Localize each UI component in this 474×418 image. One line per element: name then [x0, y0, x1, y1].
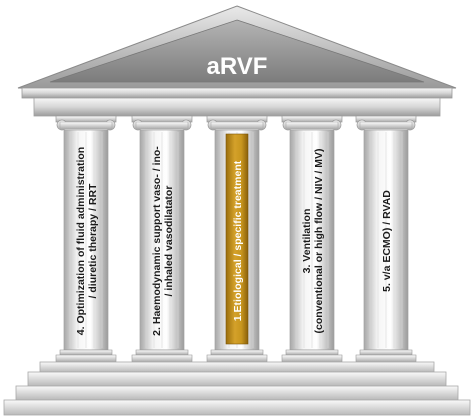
column-label-line: / inhaled vasodilatator [163, 186, 175, 297]
column-base [59, 349, 113, 356]
column-label: 3. Ventilation(conventional or high flow… [301, 149, 325, 334]
capital-echinus [59, 121, 113, 130]
capital-echinus [210, 121, 264, 130]
column-4: 3. Ventilation(conventional or high flow… [281, 115, 343, 363]
column-label: 2. Haemodynamic support vaso- / ino-/ in… [151, 146, 175, 336]
temple-columns: 4. Optimization of fluid administration/… [55, 115, 417, 363]
column-5: 5. v/a ECMO) / RVAD [355, 115, 417, 363]
column-label: 5. v/a ECMO) / RVAD [381, 190, 393, 292]
column-label-line: 2. Haemodynamic support vaso- / ino- [151, 146, 163, 336]
column-label-line: 4. Optimization of fluid administration [75, 147, 87, 335]
temple-entablature [21, 87, 453, 117]
column-base [135, 349, 189, 356]
column-1: 4. Optimization of fluid administration/… [55, 115, 117, 363]
capital-echinus [135, 121, 189, 130]
column-label: 1.Etiological / specific treatment [232, 160, 244, 321]
highlight-panel [225, 133, 249, 345]
column-plinth [355, 354, 417, 363]
column-base [359, 349, 413, 356]
temple-roof: aRVF [17, 5, 457, 89]
column-label-line: / diuretic therapy / RRT [87, 183, 99, 299]
temple-base [3, 361, 471, 416]
column-label-line: 3. Ventilation [301, 209, 313, 274]
column-plinth [206, 354, 268, 363]
capital-echinus [359, 121, 413, 130]
column-label-line: 5. v/a ECMO) / RVAD [381, 190, 393, 292]
column-3: 1.Etiological / specific treatment [206, 115, 268, 363]
capital-echinus [285, 121, 339, 130]
column-base [210, 349, 264, 356]
column-label-line: (conventional or high flow / NIV / MV) [313, 149, 325, 334]
column-plinth [281, 354, 343, 363]
column-label: 4. Optimization of fluid administration/… [75, 147, 99, 335]
column-label-line: 1.Etiological / specific treatment [232, 160, 244, 321]
column-base [285, 349, 339, 356]
column-2: 2. Haemodynamic support vaso- / ino-/ in… [131, 115, 193, 363]
column-plinth [131, 354, 193, 363]
column-plinth [55, 354, 117, 363]
diagram-title: aRVF [207, 53, 268, 80]
